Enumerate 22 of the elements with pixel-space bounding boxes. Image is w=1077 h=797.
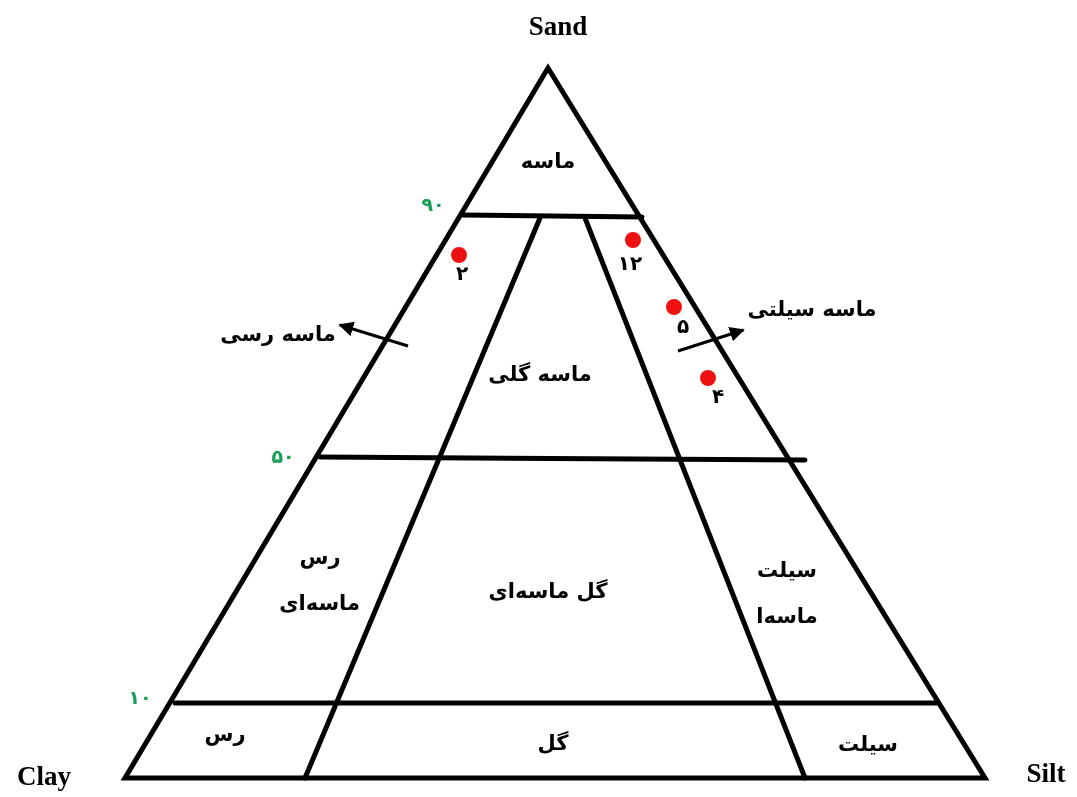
region-label: گل ماسه‌ای <box>488 580 608 604</box>
region-label: گل <box>537 732 569 756</box>
class-label: ماسه سیلتی <box>747 298 877 322</box>
corner-label: Clay <box>17 762 71 792</box>
sample-number: ۱۲ <box>617 252 643 274</box>
axis-tick-label: ۹۰ <box>421 193 445 215</box>
arrow <box>677 327 745 353</box>
region-label: رس <box>204 723 246 747</box>
sample-number: ۲ <box>455 262 469 284</box>
region-label: سیلت ماسه‌ا <box>755 556 819 630</box>
region-label: ماسه <box>520 150 576 174</box>
class-label: ماسه رسی <box>220 323 336 347</box>
corner-label: Sand <box>528 12 588 42</box>
sample-number: ۴ <box>711 385 725 407</box>
sample-number: ۵ <box>676 315 690 337</box>
region-label: سیلت <box>838 733 898 757</box>
region-label: ماسه گلی <box>488 363 592 387</box>
axis-tick-label: ۱۰ <box>128 686 152 708</box>
axis-tick-label: ۵۰ <box>271 445 295 467</box>
corner-label: Silt <box>1026 759 1066 789</box>
arrow <box>338 321 409 348</box>
region-label: رس ماسه‌ای <box>280 543 360 617</box>
